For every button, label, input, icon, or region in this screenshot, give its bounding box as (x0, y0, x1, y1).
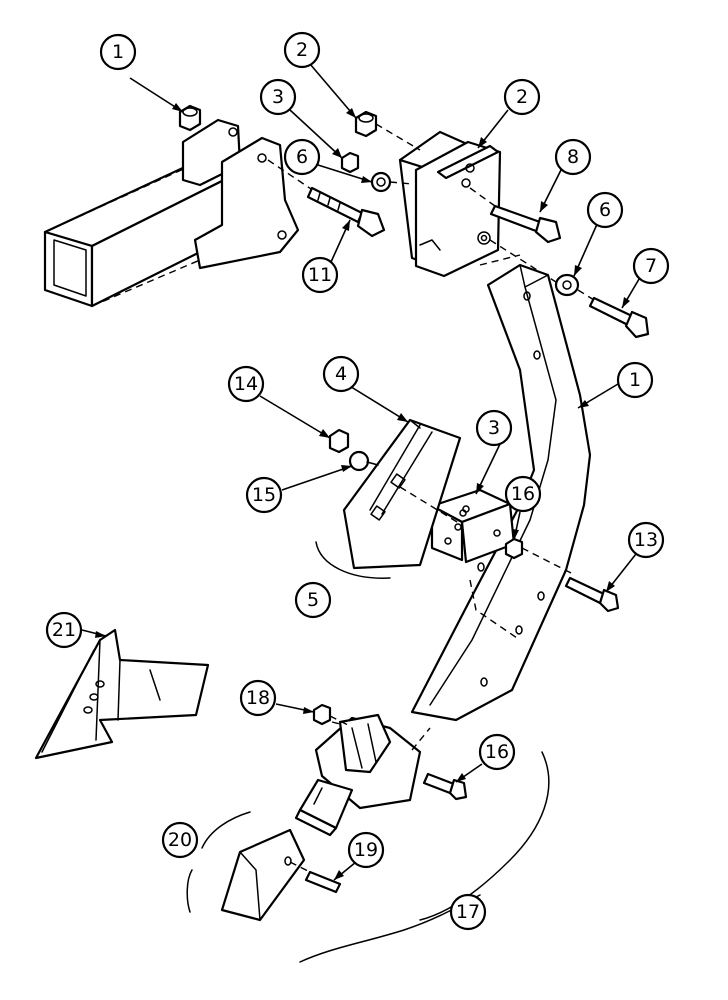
callout-4: 4 (322, 355, 360, 393)
callout-11: 11 (301, 256, 339, 294)
svg-text:15: 15 (252, 484, 276, 506)
callout-5: 5 (294, 581, 332, 619)
svg-text:5: 5 (307, 589, 319, 611)
clamp-3 (430, 488, 521, 641)
callout-6-upper: 6 (283, 138, 321, 176)
bolt-7 (577, 289, 650, 339)
bolt-8 (469, 187, 562, 244)
nut-17 (312, 703, 351, 727)
mount-bracket-2 (398, 130, 502, 278)
nut-14 (328, 428, 350, 454)
svg-text:8: 8 (567, 146, 579, 168)
callout-10: 3 (259, 78, 297, 116)
svg-text:3: 3 (488, 417, 500, 439)
svg-text:6: 6 (599, 199, 611, 221)
callout-8: 8 (554, 138, 592, 176)
svg-text:17: 17 (456, 901, 480, 923)
svg-text:14: 14 (234, 373, 258, 395)
callout-1: 11 (616, 361, 654, 399)
callouts: 1 2 3 6 22 8 6 7 11 (45, 31, 670, 931)
svg-text:1: 1 (112, 41, 124, 63)
svg-text:3: 3 (272, 86, 284, 108)
nut-9 (354, 110, 421, 151)
callout-21: 21 (45, 611, 83, 649)
callout-12: 1 (99, 33, 137, 71)
toolbar-mount-tube (43, 118, 321, 308)
point-20 (220, 828, 306, 922)
callout-17: 18 (239, 679, 277, 717)
svg-text:7: 7 (645, 255, 657, 277)
callout-6-lower: 6 (586, 191, 624, 229)
svg-text:19: 19 (354, 839, 378, 861)
callout-16-lower: 16 (478, 733, 516, 771)
svg-text:21: 21 (52, 619, 76, 641)
shin-4 (342, 418, 463, 570)
assembly-bracket-5 (315, 541, 391, 579)
pin-19 (289, 861, 342, 894)
callout-16-upper: 16 (504, 475, 542, 513)
callout-19: 19 (347, 831, 385, 869)
callout-13: 13 (627, 521, 665, 559)
callout-2: 22 (503, 78, 541, 116)
callout-18: 17 (449, 893, 487, 931)
callout-14: 14 (227, 365, 265, 403)
callout-15: 15 (245, 476, 283, 514)
bolt-11 (306, 186, 386, 238)
callout-20: 20 (161, 821, 199, 859)
svg-text:16: 16 (485, 741, 509, 763)
svg-text:4: 4 (335, 363, 347, 385)
svg-text:2: 2 (516, 86, 528, 108)
bolt-16-lower (422, 772, 468, 801)
nut-10 (340, 151, 360, 174)
carriage-bolt-15 (348, 450, 379, 472)
svg-text:2: 2 (296, 39, 308, 61)
nut-12 (178, 104, 202, 132)
callout-3: 33 (475, 409, 513, 447)
svg-text:18: 18 (246, 687, 270, 709)
svg-text:13: 13 (634, 529, 658, 551)
callout-9: 2 (283, 31, 321, 69)
svg-text:1: 1 (629, 369, 641, 391)
bolt-13 (564, 576, 620, 613)
callout-7: 7 (632, 247, 670, 285)
sweep-21 (34, 628, 210, 760)
svg-text:6: 6 (296, 146, 308, 168)
point-holder-18 (294, 713, 431, 837)
svg-text:11: 11 (308, 264, 332, 286)
svg-text:16: 16 (511, 483, 535, 505)
svg-text:20: 20 (168, 829, 192, 851)
